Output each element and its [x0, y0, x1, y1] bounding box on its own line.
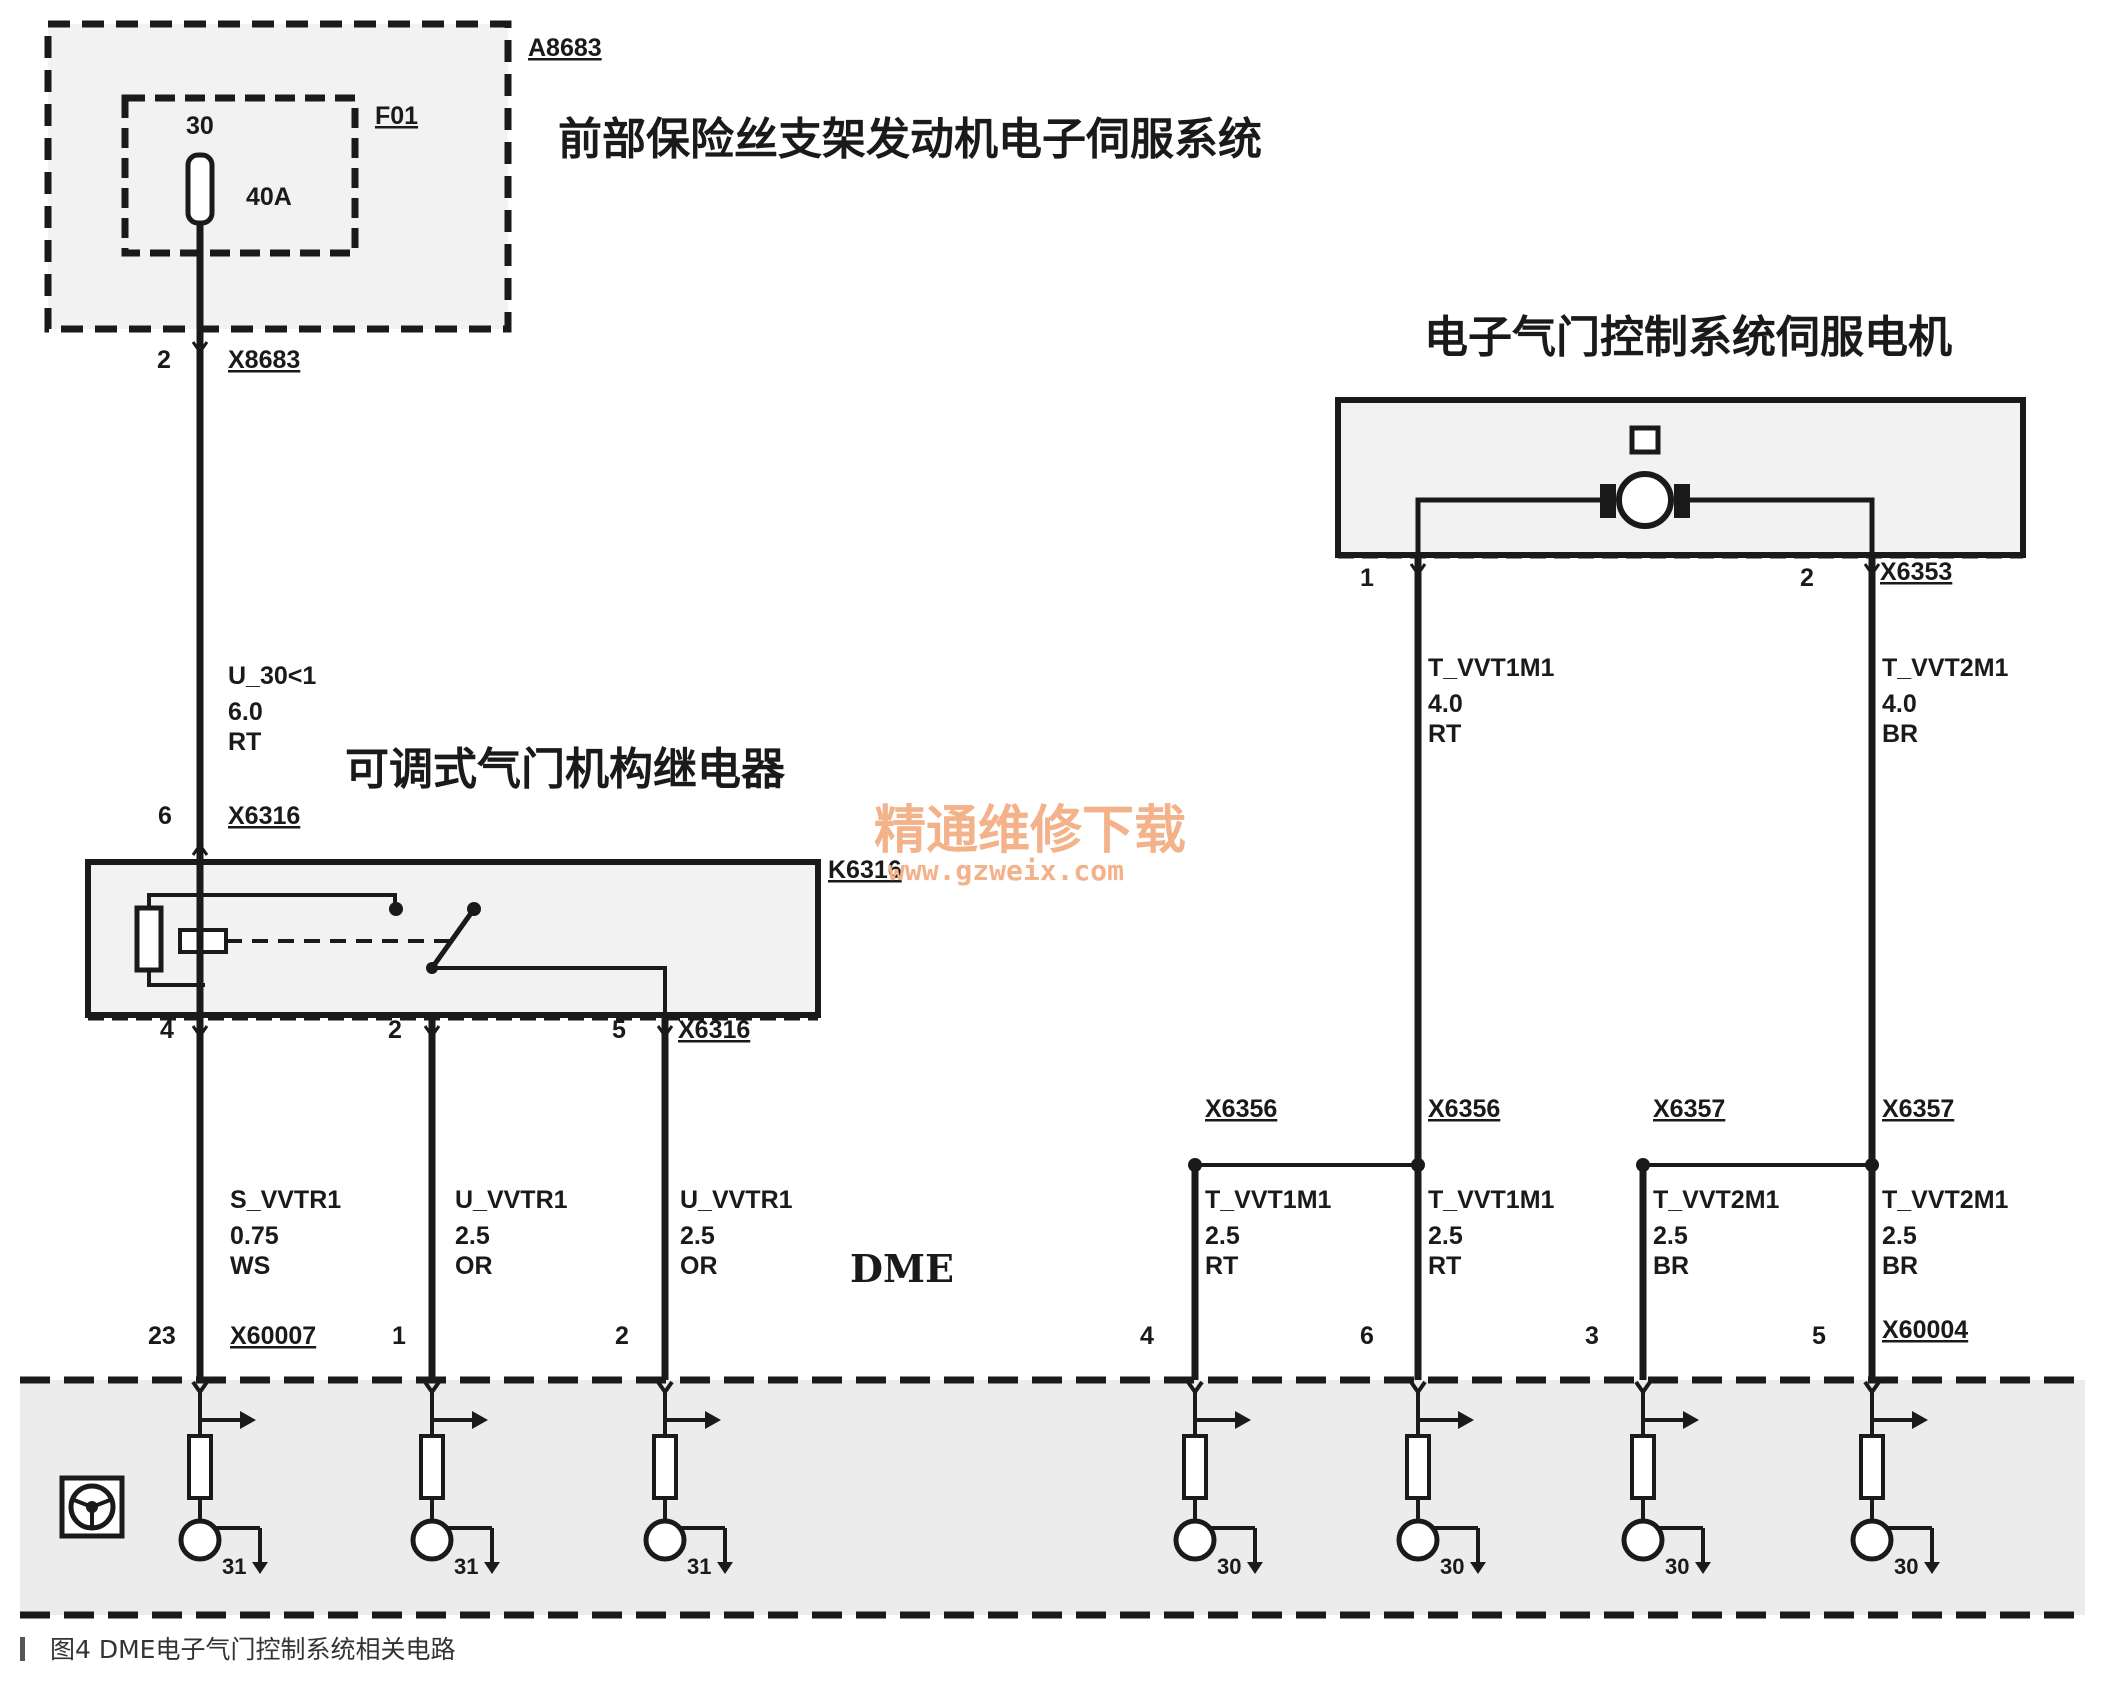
- dme-wire-name: T_VVT2M1: [1882, 1186, 2009, 1214]
- dme-label: DME: [850, 1246, 954, 1291]
- steering-wheel-icon: [59, 1475, 125, 1539]
- dme-wire-color: BR: [1882, 1252, 1918, 1280]
- splice-connector-2: X6356: [1428, 1095, 1500, 1123]
- relay-ref: K6316: [828, 856, 902, 884]
- dme-wire-color: RT: [1205, 1252, 1238, 1280]
- relay-bottom-connector: X6316: [678, 1016, 750, 1044]
- dme-output-stage: 30: [1850, 1380, 1940, 1579]
- ground-label: 30: [1894, 1554, 1918, 1579]
- ground-label: 30: [1217, 1554, 1241, 1579]
- relay-coil: [134, 905, 164, 973]
- dme-wire-gauge: 2.5: [1205, 1222, 1240, 1250]
- fuse-pin: 30: [186, 112, 214, 140]
- supply-wire-name: U_30<1: [228, 662, 316, 690]
- dme-wire-gauge: 2.5: [680, 1222, 715, 1250]
- fuse-box: [44, 20, 512, 333]
- motor-id-icon: [1629, 425, 1661, 455]
- fuse-ref: F01: [375, 102, 418, 130]
- dme-control-unit: [20, 1376, 2085, 1619]
- motor-wire-2-color: BR: [1882, 720, 1918, 748]
- motor-wire-1-name: T_VVT1M1: [1428, 654, 1555, 682]
- relay-top-pin: 6: [158, 802, 172, 830]
- relay-bottom-pin-1: 4: [160, 1016, 174, 1044]
- dme-output-stage: 30: [1173, 1380, 1263, 1579]
- dme-wire-name: T_VVT1M1: [1428, 1186, 1555, 1214]
- fuse-box-title: 前部保险丝支架发动机电子伺服系统: [558, 114, 1262, 165]
- motor-title: 电子气门控制系统伺服电机: [1424, 312, 1952, 363]
- dme-output-stage: 30: [1621, 1380, 1711, 1579]
- relay-switch-contact: [429, 907, 477, 970]
- relay-box: [85, 859, 821, 1021]
- wires: [196, 223, 1876, 1380]
- dme-wire-name: U_VVTR1: [680, 1186, 793, 1214]
- dme-wire-labels: S_VVTR10.75WSU_VVTR12.5ORU_VVTR12.5ORT_V…: [230, 1186, 2009, 1280]
- watermark-text: 精通维修下载: [874, 800, 1186, 861]
- dme-pin: 3: [1585, 1322, 1599, 1350]
- motor-wire-2-name: T_VVT2M1: [1882, 654, 2009, 682]
- dme-connector-left: X60007: [230, 1322, 316, 1350]
- dme-wire-color: RT: [1428, 1252, 1461, 1280]
- dme-pins: 23 1 2 4 6 3 5: [148, 1322, 1826, 1350]
- motor-connector: X6353: [1880, 558, 1952, 586]
- motor-wire-1-gauge: 4.0: [1428, 690, 1463, 718]
- dme-pin: 6: [1360, 1322, 1374, 1350]
- motor-pin-2: 2: [1800, 564, 1814, 592]
- dme-output-stage: 31: [643, 1380, 733, 1579]
- dme-pin: 1: [392, 1322, 406, 1350]
- dme-wire-name: T_VVT2M1: [1653, 1186, 1780, 1214]
- dme-connector-right: X60004: [1882, 1316, 1968, 1344]
- splice-connector-3: X6357: [1653, 1095, 1725, 1123]
- fuse-element: [185, 152, 215, 226]
- relay-title: 可调式气门机构继电器: [345, 744, 786, 795]
- dme-output-stages: 31 31 31 30 30 30 30: [178, 1380, 1940, 1579]
- relay-bottom-pin-3: 5: [612, 1016, 626, 1044]
- dme-pin: 23: [148, 1322, 176, 1350]
- dme-pin: 5: [1812, 1322, 1826, 1350]
- dme-wire-color: BR: [1653, 1252, 1689, 1280]
- dme-wire-name: U_VVTR1: [455, 1186, 568, 1214]
- dme-output-stage: 31: [410, 1380, 500, 1579]
- relay-top-connector: X6316: [228, 802, 300, 830]
- wire-junctions: [1188, 1158, 1879, 1172]
- figure-caption: 图4 DME电子气门控制系统相关电路: [50, 1635, 455, 1664]
- dme-wire-color: WS: [230, 1252, 270, 1280]
- dme-pin: 2: [615, 1322, 629, 1350]
- watermark-url: www.gzweix.com: [888, 854, 1124, 887]
- dme-output-stage: 30: [1396, 1380, 1486, 1579]
- dme-wire-name: S_VVTR1: [230, 1186, 341, 1214]
- motor-wire-1-color: RT: [1428, 720, 1461, 748]
- dme-output-stage: 31: [178, 1380, 268, 1579]
- connector-pin-markers: [191, 341, 1881, 1039]
- dme-wire-gauge: 2.5: [1428, 1222, 1463, 1250]
- dme-pin: 4: [1140, 1322, 1154, 1350]
- fuse-rating: 40A: [246, 183, 292, 211]
- servo-motor-box: [1335, 397, 2026, 559]
- fuse-out-connector: X8683: [228, 346, 300, 374]
- ground-label: 31: [687, 1554, 711, 1579]
- ground-label: 31: [222, 1554, 246, 1579]
- fuse-box-ref: A8683: [528, 34, 602, 62]
- ground-label: 30: [1665, 1554, 1689, 1579]
- relay-bottom-pin-2: 2: [388, 1016, 402, 1044]
- dme-wire-color: OR: [455, 1252, 493, 1280]
- motor-wire-2-gauge: 4.0: [1882, 690, 1917, 718]
- splice-connector-4: X6357: [1882, 1095, 1954, 1123]
- motor-symbol: [1616, 471, 1674, 529]
- dme-wire-gauge: 0.75: [230, 1222, 279, 1250]
- supply-wire-gauge: 6.0: [228, 698, 263, 726]
- dme-wire-gauge: 2.5: [1653, 1222, 1688, 1250]
- supply-wire-color: RT: [228, 728, 261, 756]
- dme-wire-color: OR: [680, 1252, 718, 1280]
- splice-connector-1: X6356: [1205, 1095, 1277, 1123]
- dme-wire-name: T_VVT1M1: [1205, 1186, 1332, 1214]
- motor-pin-1: 1: [1360, 564, 1374, 592]
- dme-wire-gauge: 2.5: [1882, 1222, 1917, 1250]
- caption-marker: [20, 1637, 25, 1661]
- ground-label: 31: [454, 1554, 478, 1579]
- dme-wire-gauge: 2.5: [455, 1222, 490, 1250]
- ground-label: 30: [1440, 1554, 1464, 1579]
- fuse-out-pin: 2: [157, 346, 171, 374]
